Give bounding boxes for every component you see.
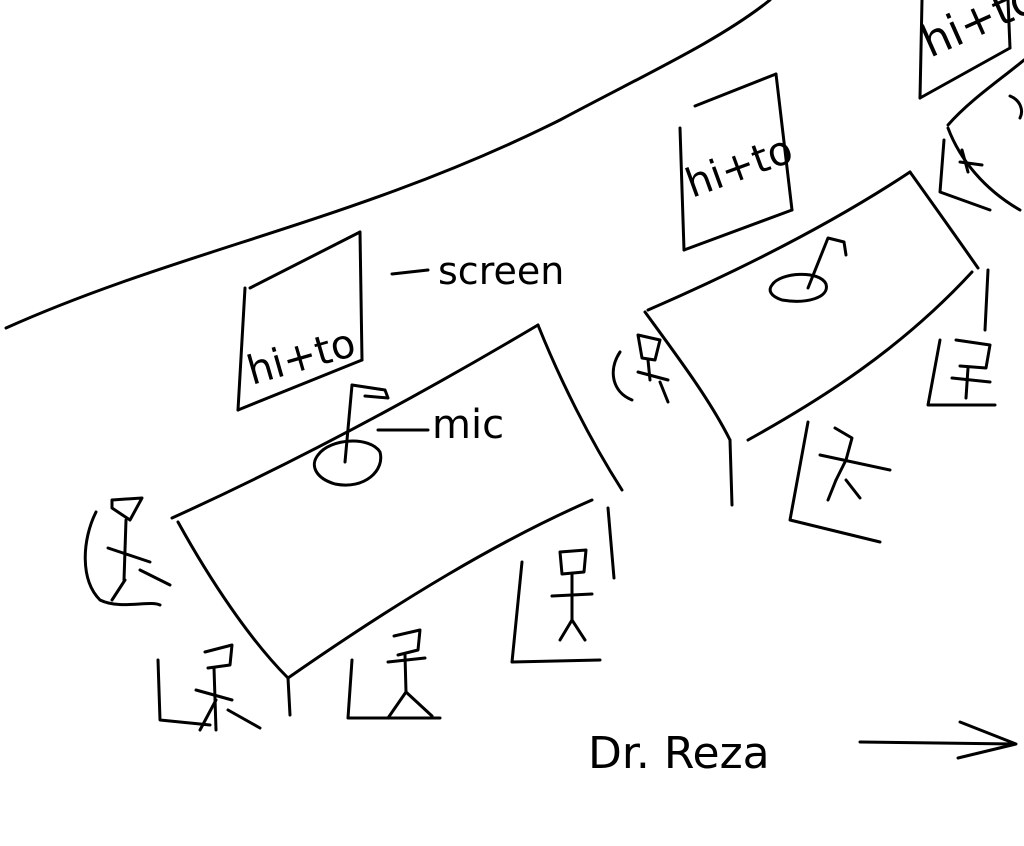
- screen-label: screen: [438, 249, 564, 293]
- student-left-3: [346, 628, 442, 720]
- table-middle: [643, 170, 980, 507]
- student-right-1: [938, 138, 992, 212]
- mic-label: mic: [432, 402, 504, 448]
- student-middle-3: [926, 268, 997, 407]
- wall-curve: [4, 0, 772, 330]
- presenter-label: Dr. Reza: [588, 728, 770, 779]
- student-left-2: [156, 643, 262, 732]
- mic-left: [312, 383, 390, 487]
- screen-middle: hi+to: [678, 72, 799, 252]
- screen-left: hi+to: [236, 230, 364, 412]
- screen-right: hi+to: [914, 0, 1024, 100]
- student-middle-1: [611, 333, 670, 404]
- screen-right-text: hi+to: [914, 0, 1024, 68]
- student-left-4: [510, 506, 616, 664]
- student-left-1: [83, 496, 172, 607]
- presenter-arrow: [858, 740, 1016, 746]
- screen-label-group: screen: [390, 249, 564, 293]
- table-left: [170, 323, 624, 717]
- screen-middle-text: hi+to: [680, 127, 799, 208]
- table-right: [946, 58, 1024, 212]
- mic-label-group: mic: [376, 402, 504, 448]
- student-middle-2: [788, 420, 892, 544]
- mic-middle: [768, 236, 848, 303]
- arrowhead: [956, 720, 1018, 760]
- presenter-label-group: Dr. Reza: [588, 720, 1018, 779]
